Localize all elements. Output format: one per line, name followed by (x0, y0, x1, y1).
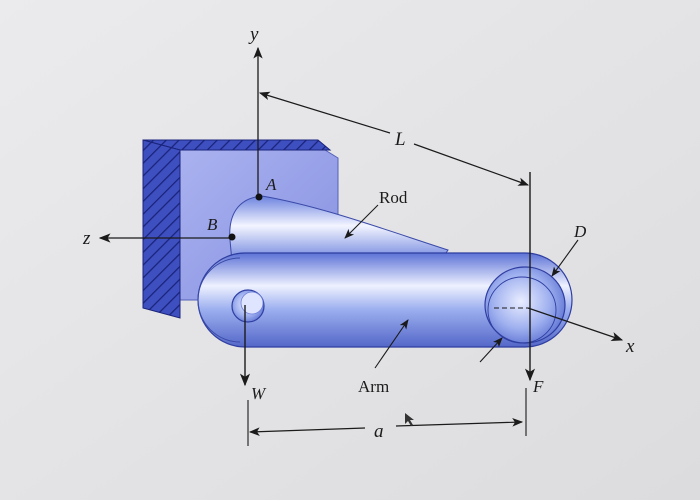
rod-label: Rod (379, 188, 408, 207)
length-label: L (394, 129, 406, 150)
diameter-leader-bottom (479, 337, 503, 363)
pointer-icon (405, 413, 414, 426)
weight-label: W (251, 384, 267, 403)
offset-label: a (374, 421, 384, 442)
point-a-dot (255, 193, 263, 201)
diameter-leader-top (551, 239, 579, 277)
z-axis-label: z (82, 228, 91, 249)
arm-leader (374, 319, 409, 369)
point-b-label: B (207, 215, 218, 234)
x-axis-label: x (625, 336, 635, 357)
rod-end-disc (484, 266, 566, 344)
arm-label: Arm (358, 377, 389, 396)
force-label: F (532, 377, 544, 396)
diameter-label: D (573, 222, 587, 241)
y-axis-label: y (248, 24, 259, 45)
length-dimension (258, 91, 530, 186)
arm (197, 252, 573, 348)
point-a-label: A (265, 175, 277, 194)
point-b-dot (228, 233, 236, 241)
rod (229, 195, 449, 263)
x-axis-line (527, 307, 624, 342)
rod-leader (344, 204, 379, 239)
offset-dimension (248, 417, 524, 436)
